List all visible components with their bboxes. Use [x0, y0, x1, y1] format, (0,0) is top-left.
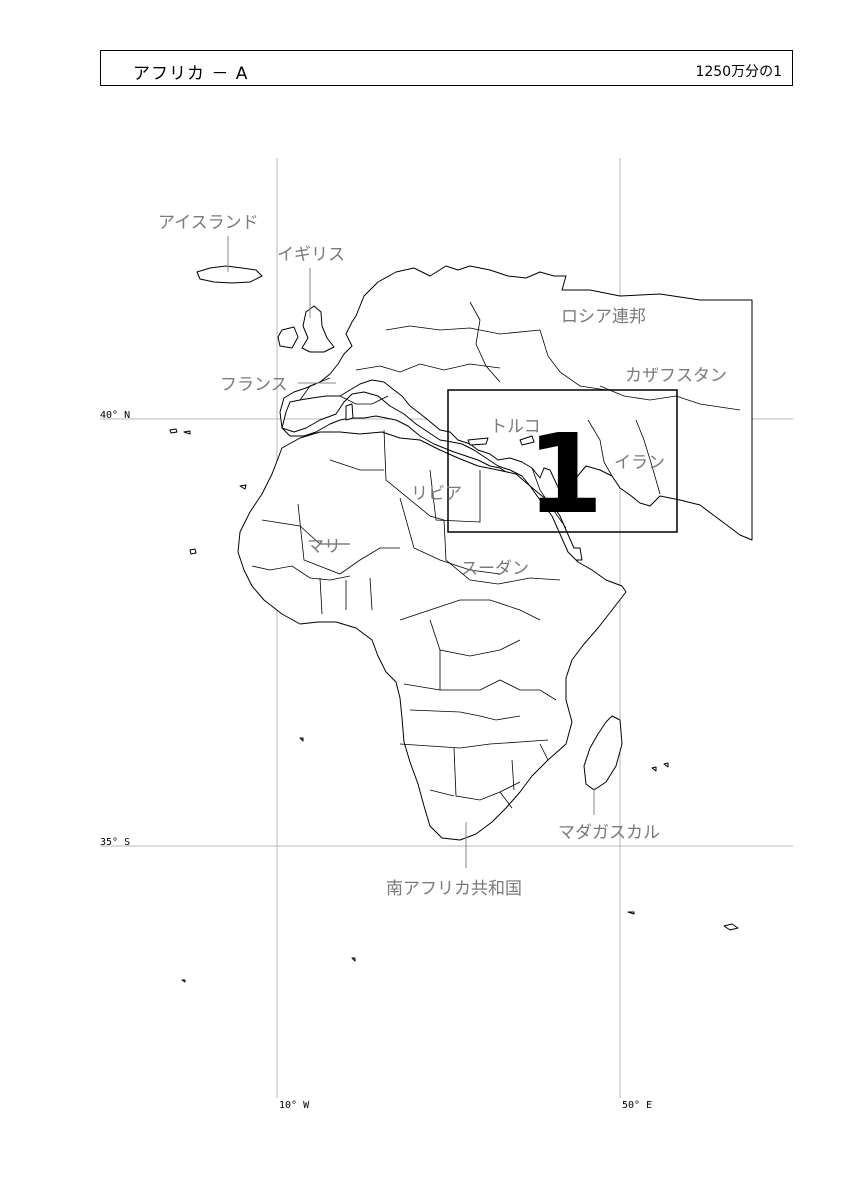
leader-lines [227, 236, 595, 868]
label-russia: ロシア連邦 [561, 307, 646, 327]
eurasia-shape [279, 265, 753, 561]
label-turkey: トルコ [490, 417, 541, 437]
map-title: アフリカ － A [133, 64, 249, 84]
label-iceland: アイスランド [158, 213, 259, 233]
label-10w: 10° W [279, 1100, 310, 1111]
label-iran: イラン [614, 453, 665, 473]
label-mali: マリ [307, 537, 341, 557]
label-sudan: スーダン [461, 559, 529, 579]
label-madagascar: マダガスカル [558, 823, 660, 843]
label-libya: リビア [411, 484, 462, 504]
label-kazakhstan: カザフスタン [625, 366, 727, 386]
label-uk: イギリス [277, 245, 345, 265]
cyprus-shape [519, 435, 535, 446]
label-france: フランス [220, 375, 288, 395]
crete-shape [467, 437, 489, 446]
iceland-shape [196, 265, 263, 284]
label-south-africa: 南アフリカ共和国 [386, 879, 522, 899]
red-sea-coast [531, 467, 567, 529]
country-labels: アイスランド イギリス ロシア連邦 フランス カザフスタン トルコ イラン リビ… [158, 213, 727, 899]
sardinia-shape [345, 403, 354, 421]
inset-number: 1 [527, 410, 604, 538]
madagascar-shape [583, 715, 623, 791]
country-borders [251, 301, 741, 809]
label-35s: 35° S [100, 837, 130, 848]
landmass [196, 265, 753, 841]
graticule-labels: 40° N 35° S 10° W 50° E [100, 410, 652, 1111]
label-40n: 40° N [100, 410, 130, 421]
map-scale: 1250万分の1 [695, 64, 782, 80]
label-50e: 50° E [622, 1100, 652, 1111]
islands [169, 428, 739, 983]
africa-shape [237, 431, 627, 841]
inset-frame-1 [447, 389, 678, 533]
map-header: アフリカ － A 1250万分の1 [100, 50, 793, 86]
great-britain-shape [301, 305, 335, 353]
ireland-shape [277, 326, 299, 349]
